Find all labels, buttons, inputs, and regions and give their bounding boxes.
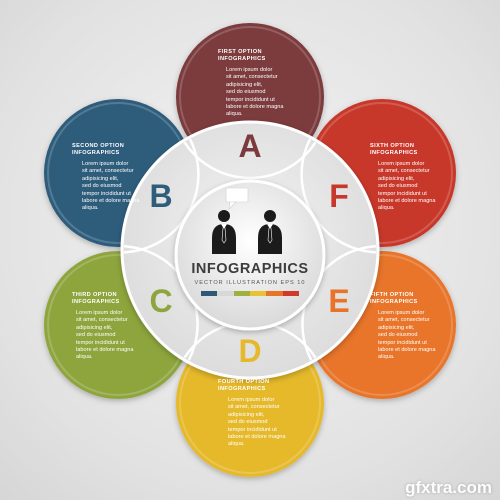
option-body-line: sed do eiusmod [378, 332, 418, 339]
option-body-line: tempor incididunt ut [226, 96, 275, 103]
option-body-line: adipisicing elit, [378, 324, 415, 331]
option-title: SECOND OPTION [72, 143, 125, 149]
option-second: SECOND OPTION INFOGRAPHICS Lorem ipsum d… [72, 143, 168, 213]
option-subtitle: INFOGRAPHICS [370, 299, 418, 305]
color-strip-segment [266, 291, 283, 296]
option-body-line: aliqua. [378, 354, 395, 361]
option-body-line: adipisicing elit, [378, 175, 415, 182]
color-strip-segment [282, 291, 299, 296]
option-body-line: Lorem ipsum dolor [82, 161, 129, 167]
ring-divider-arc [301, 244, 376, 376]
center-circle [174, 179, 326, 331]
option-title: FOURTH OPTION [218, 379, 270, 385]
option-body-line: aliqua. [378, 205, 395, 212]
color-strip-segment [249, 291, 267, 296]
letter-b: B [149, 178, 173, 214]
option-body-line: tempor incididunt ut [378, 190, 427, 197]
option-body-line: sed do eiusmod [76, 332, 116, 339]
businessman-icon [258, 210, 282, 254]
option-subtitle: INFOGRAPHICS [370, 150, 418, 156]
option-body-line: tempor incididunt ut [228, 426, 277, 433]
letter-f: F [329, 178, 349, 214]
option-subtitle: INFOGRAPHICS [72, 150, 120, 156]
color-strip-segment [217, 291, 234, 296]
option-body-line: aliqua. [226, 111, 243, 118]
option-body-line: sit amet, consectetur [228, 404, 280, 411]
option-title: FIRST OPTION [218, 49, 262, 55]
option-body-line: labore et dolore magna [228, 434, 286, 441]
option-subtitle: INFOGRAPHICS [218, 386, 266, 392]
letter-c: C [149, 283, 173, 319]
infographic-subtitle: VECTOR ILLUSTRATION EPS 10 [194, 280, 306, 286]
watermark: gfxtra.com [405, 478, 492, 497]
option-body-line: labore et dolore magna [226, 104, 284, 111]
option-body-line: Lorem ipsum dolor [76, 310, 123, 316]
letter-d: D [238, 333, 262, 369]
option-body-line: sit amet, consectetur [226, 74, 278, 81]
option-third: THIRD OPTION INFOGRAPHICS Lorem ipsum do… [72, 292, 168, 362]
ring-divider-arc [124, 124, 200, 254]
infographic-title: INFOGRAPHICS [191, 261, 309, 277]
businessman-icon [212, 210, 236, 254]
option-body-line: Lorem ipsum dolor [228, 397, 275, 403]
option-subtitle: INFOGRAPHICS [218, 56, 266, 62]
option-fifth: FIFTH OPTION INFOGRAPHICS Lorem ipsum do… [370, 292, 466, 362]
ring-divider-arc [300, 124, 376, 254]
option-body-line: labore et dolore magna [82, 198, 140, 205]
option-body-line: aliqua. [82, 205, 99, 212]
option-body-line: tempor incididunt ut [378, 339, 427, 346]
option-fourth: FOURTH OPTION INFOGRAPHICS Lorem ipsum d… [218, 379, 314, 449]
letter-a: A [238, 128, 262, 164]
option-body-line: adipisicing elit, [82, 175, 119, 182]
option-body-line: sed do eiusmod [82, 183, 122, 190]
option-body-line: sed do eiusmod [226, 89, 266, 96]
option-title: SIXTH OPTION [370, 143, 415, 149]
option-body-line: aliqua. [76, 354, 93, 361]
option-body-line: Lorem ipsum dolor [378, 310, 425, 316]
option-body-line: sit amet, consectetur [76, 317, 128, 324]
option-body-line: labore et dolore magna [378, 198, 436, 205]
option-body-line: sed do eiusmod [228, 419, 268, 426]
option-body-line: adipisicing elit, [228, 411, 265, 418]
option-first: FIRST OPTION INFOGRAPHICS Lorem ipsum do… [218, 49, 314, 119]
color-strip [201, 291, 299, 296]
option-body-line: sit amet, consectetur [378, 168, 430, 175]
letter-e: E [328, 283, 350, 319]
color-strip-segment [201, 291, 218, 296]
option-body-line: labore et dolore magna [76, 347, 134, 354]
option-body-line: tempor incididunt ut [82, 190, 131, 197]
ring-divider-arc [124, 244, 199, 376]
option-body-line: sit amet, consectetur [82, 168, 134, 175]
option-body-line: Lorem ipsum dolor [226, 67, 273, 73]
option-body-line: aliqua. [228, 441, 245, 448]
ring-divider-arc [170, 124, 330, 180]
speech-bubble-icon [225, 187, 249, 210]
option-body-line: labore et dolore magna [378, 347, 436, 354]
color-strip-segment [233, 291, 250, 296]
option-body-line: sed do eiusmod [378, 183, 418, 190]
option-title: THIRD OPTION [72, 292, 117, 298]
option-body-line: Lorem ipsum dolor [378, 161, 425, 167]
option-subtitle: INFOGRAPHICS [72, 299, 120, 305]
option-body-line: sit amet, consectetur [378, 317, 430, 324]
option-body-line: adipisicing elit, [76, 324, 113, 331]
option-sixth: SIXTH OPTION INFOGRAPHICS Lorem ipsum do… [370, 143, 466, 213]
option-body-line: adipisicing elit, [226, 81, 263, 88]
option-body-line: tempor incididunt ut [76, 339, 125, 346]
option-title: FIFTH OPTION [370, 292, 414, 298]
